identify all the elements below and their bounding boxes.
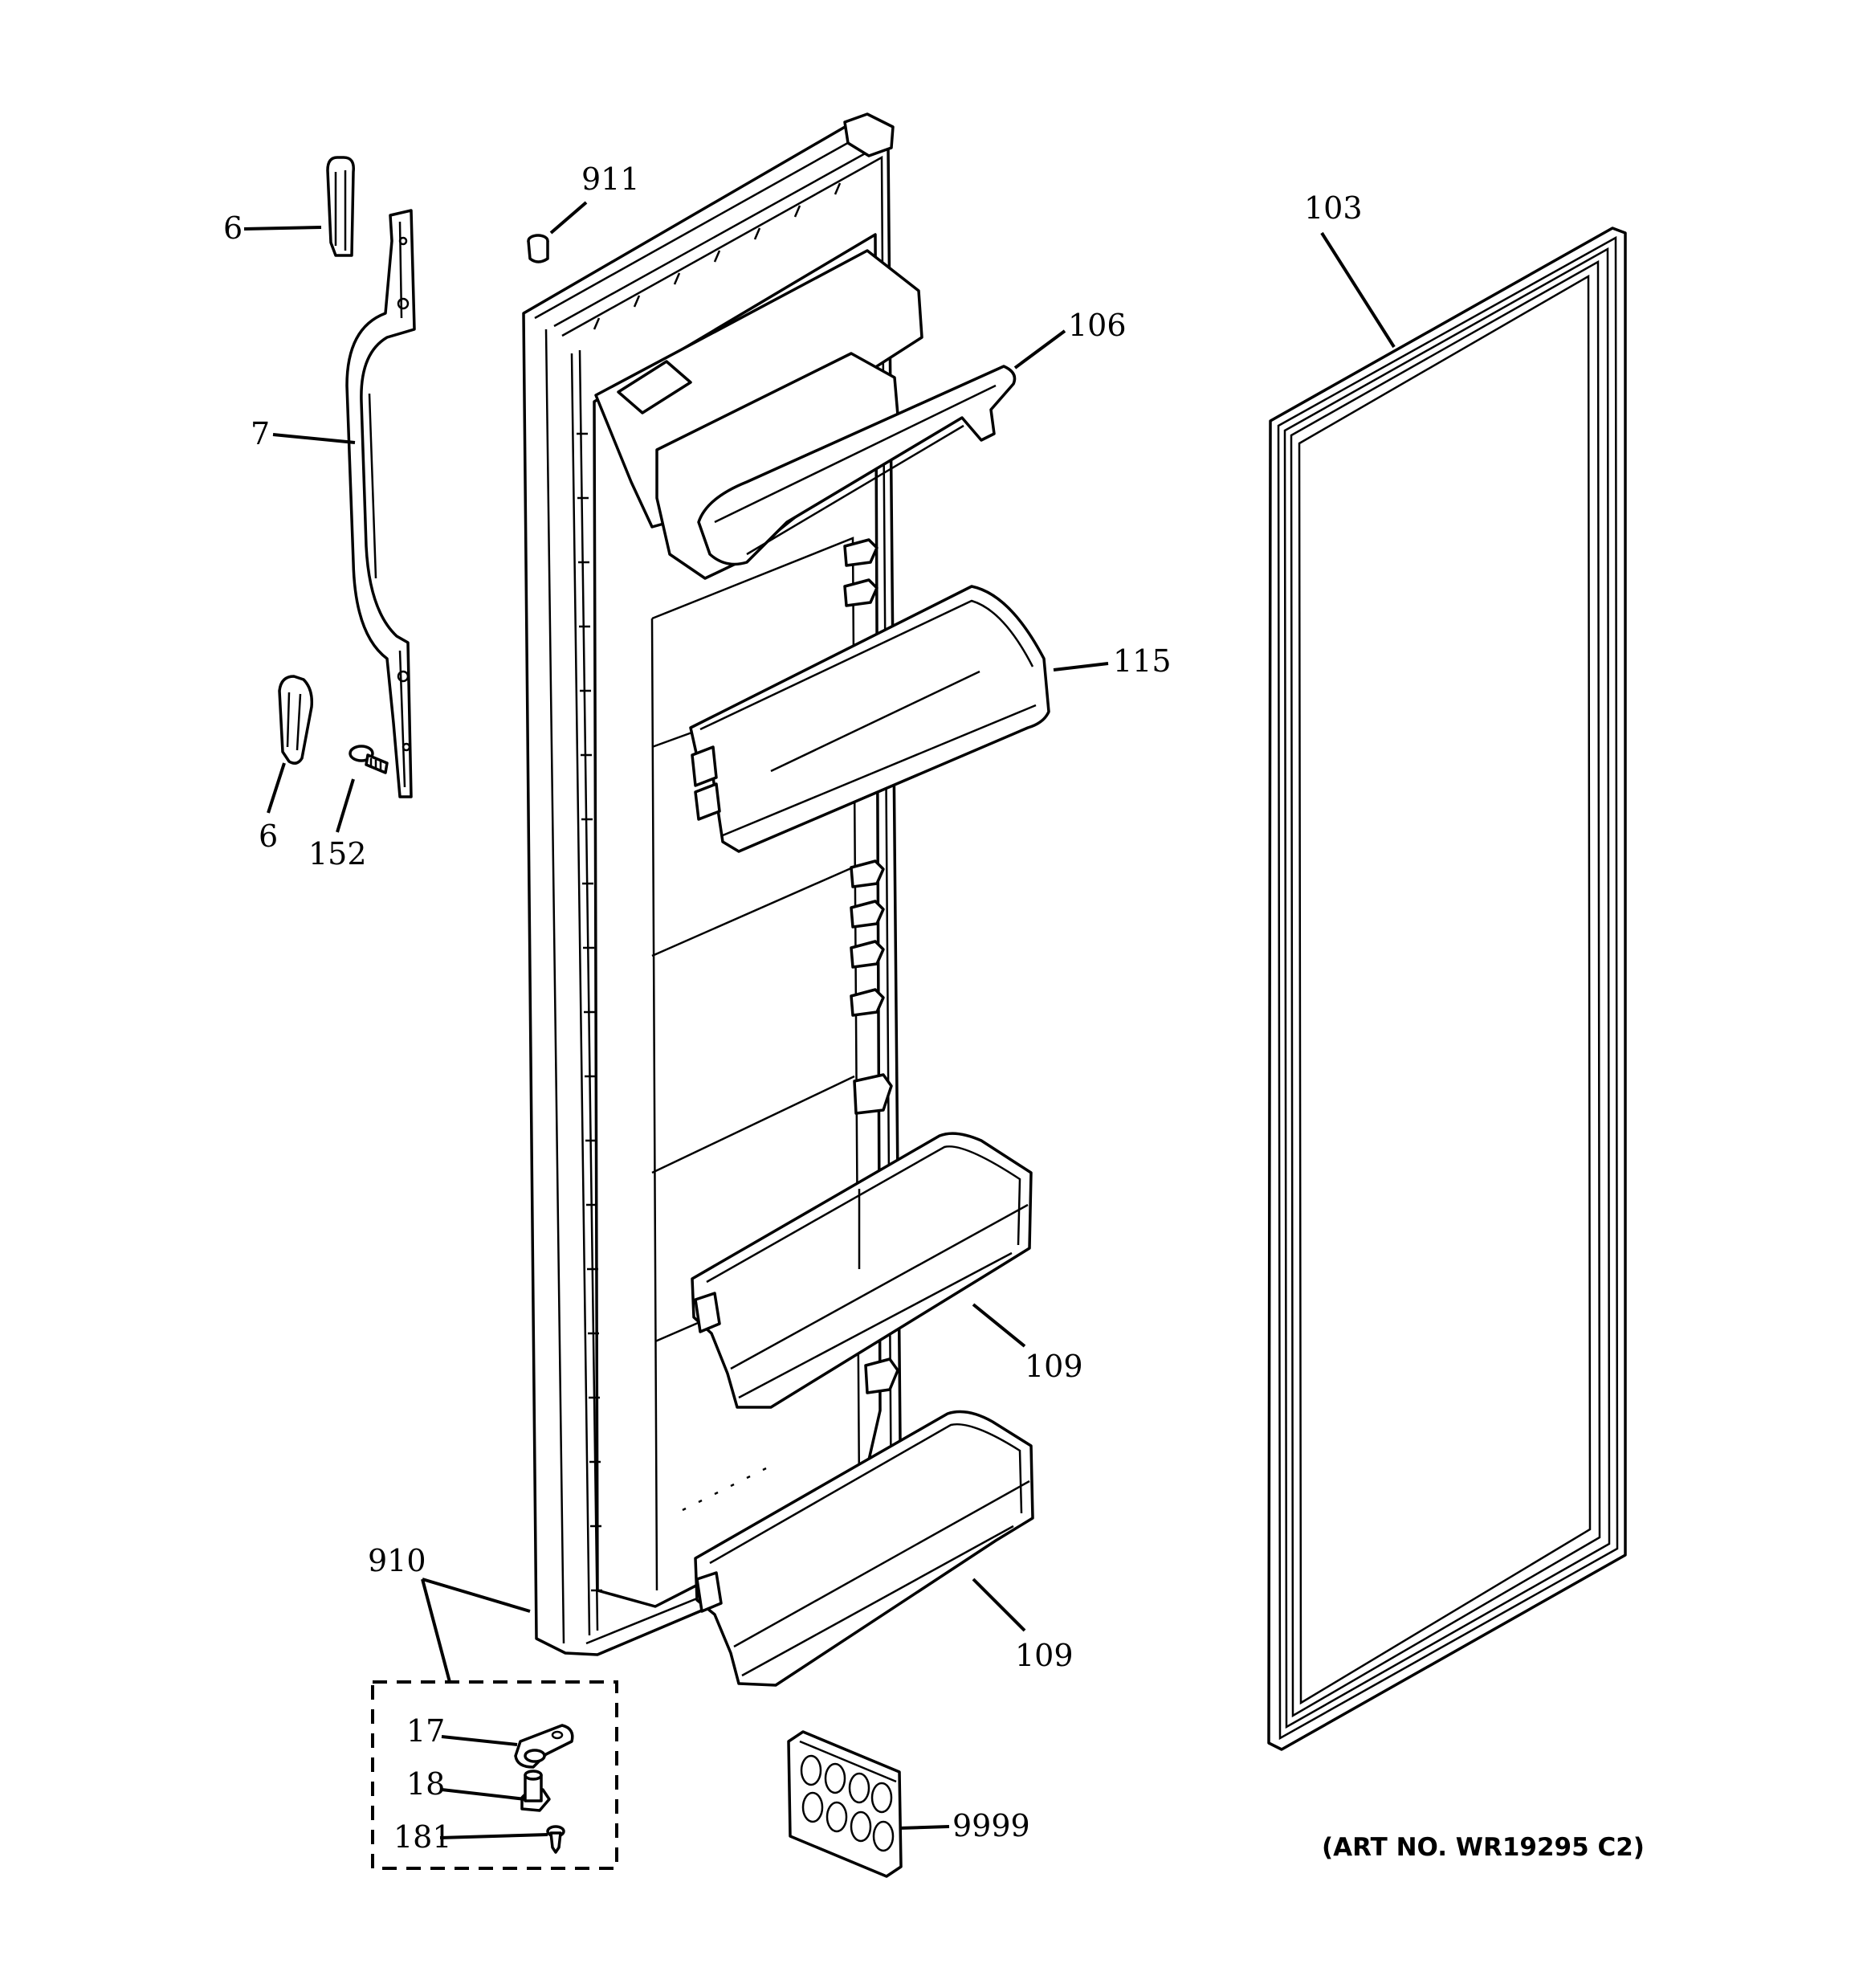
callout-bin-middle: 109 [1025, 1349, 1083, 1384]
callout-handle: 7 [251, 416, 270, 451]
callout-hinge-screw: 181 [393, 1819, 452, 1855]
bin-lower [694, 1410, 1034, 1687]
gasket [1267, 227, 1627, 1751]
callout-handle-cap-bottom: 6 [259, 818, 278, 854]
callout-hinge-kit: 910 [368, 1543, 426, 1578]
hinge-kit-box [371, 1680, 618, 1870]
callout-dairy-door: 106 [1068, 308, 1127, 343]
callout-bin-upper: 115 [1113, 643, 1172, 679]
leader-lines [243, 201, 1396, 1839]
hinge-pin-part [520, 1770, 551, 1812]
handle-cap-bottom [278, 675, 314, 765]
egg-tray [787, 1730, 903, 1878]
callout-handle-cap-top: 6 [223, 210, 243, 246]
callout-egg-tray: 9999 [952, 1808, 1030, 1843]
screw-part [349, 745, 389, 774]
dairy-door [697, 365, 1017, 566]
plug-part [527, 234, 549, 263]
callout-hinge-pin: 18 [406, 1766, 445, 1802]
callout-gasket: 103 [1304, 190, 1363, 226]
handle-cap-top [326, 156, 355, 257]
callout-bin-lower: 109 [1015, 1638, 1074, 1673]
hinge-bushing-part [514, 1724, 574, 1769]
handle [345, 209, 416, 798]
callout-screw: 152 [308, 836, 367, 872]
art-number: (ART NO. WR19295 C2) [1322, 1833, 1645, 1862]
bin-upper [689, 585, 1050, 853]
bin-middle [691, 1132, 1033, 1409]
callout-hinge-bushing: 17 [406, 1713, 445, 1749]
hinge-screw-part [546, 1825, 565, 1854]
callout-plug: 911 [581, 161, 640, 197]
